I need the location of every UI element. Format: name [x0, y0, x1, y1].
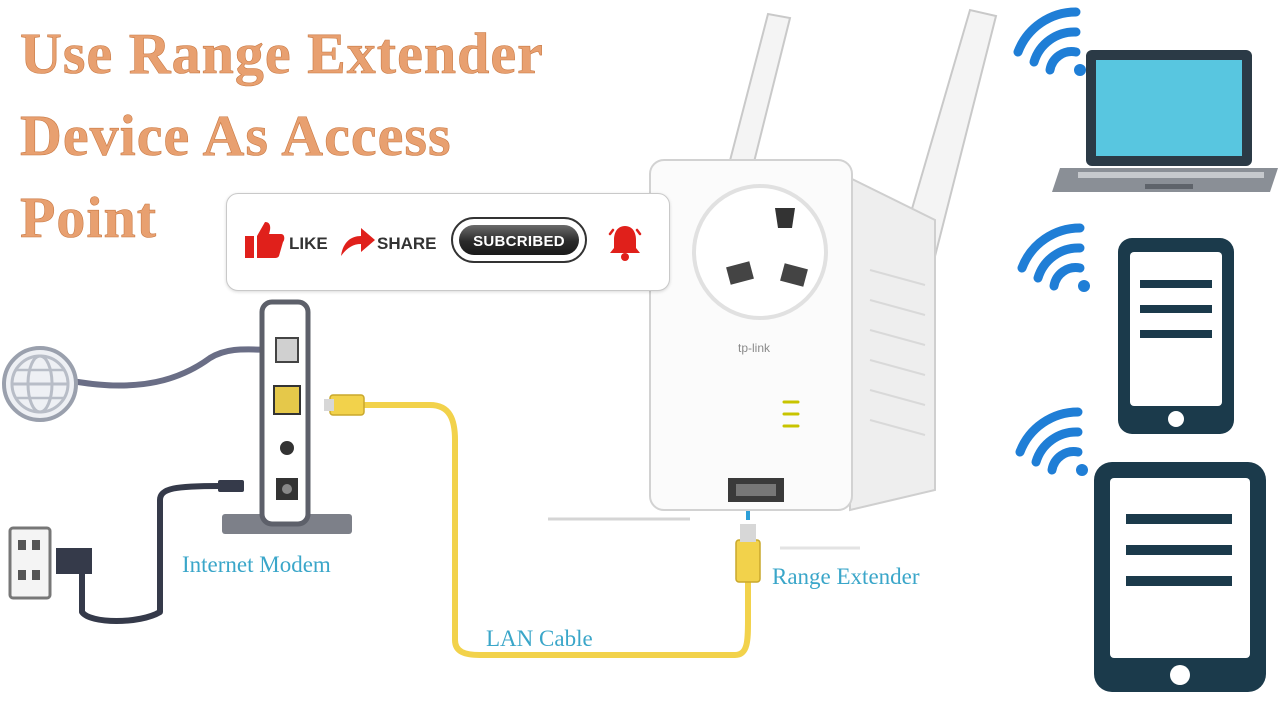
share-icon[interactable]	[339, 224, 377, 260]
globe-icon	[2, 346, 78, 422]
title-line-2: Device As Access	[20, 103, 452, 168]
share-label[interactable]: SHARE	[377, 234, 437, 253]
extender-brand: tp-link	[738, 341, 771, 355]
like-icon[interactable]	[243, 218, 287, 262]
range-extender-icon	[649, 8, 998, 512]
lan-cable-icon	[360, 402, 751, 658]
phone-cable	[75, 346, 281, 389]
bell-icon[interactable]	[607, 222, 643, 262]
wifi-dot	[1076, 464, 1088, 476]
modem-icon	[222, 299, 352, 534]
wifi-icon	[1015, 407, 1083, 475]
laptop-icon	[1052, 50, 1278, 192]
title-line-3: Point	[20, 185, 158, 250]
wifi-icon	[1017, 223, 1085, 291]
subscribe-label: SUBCRIBED	[473, 233, 565, 250]
tablet-icon	[1118, 238, 1234, 434]
power-outlet-icon	[8, 526, 52, 600]
subscribe-button-inner: SUBCRIBED	[459, 225, 579, 255]
wifi-icon	[1013, 7, 1081, 75]
subscribe-button[interactable]: SUBCRIBED	[451, 217, 587, 263]
lan-cable-label: LAN Cable	[486, 626, 593, 651]
extender-label: Range Extender	[772, 564, 920, 589]
wifi-dot	[1074, 64, 1086, 76]
social-bar: LIKE SHARE SUBCRIBED	[226, 193, 670, 291]
wifi-dot	[1078, 280, 1090, 292]
title-line-1: Use Range Extender	[20, 21, 544, 86]
power-cable	[58, 483, 221, 624]
tablet-icon	[1094, 462, 1266, 692]
like-label[interactable]: LIKE	[289, 234, 328, 253]
modem-label: Internet Modem	[182, 552, 331, 577]
